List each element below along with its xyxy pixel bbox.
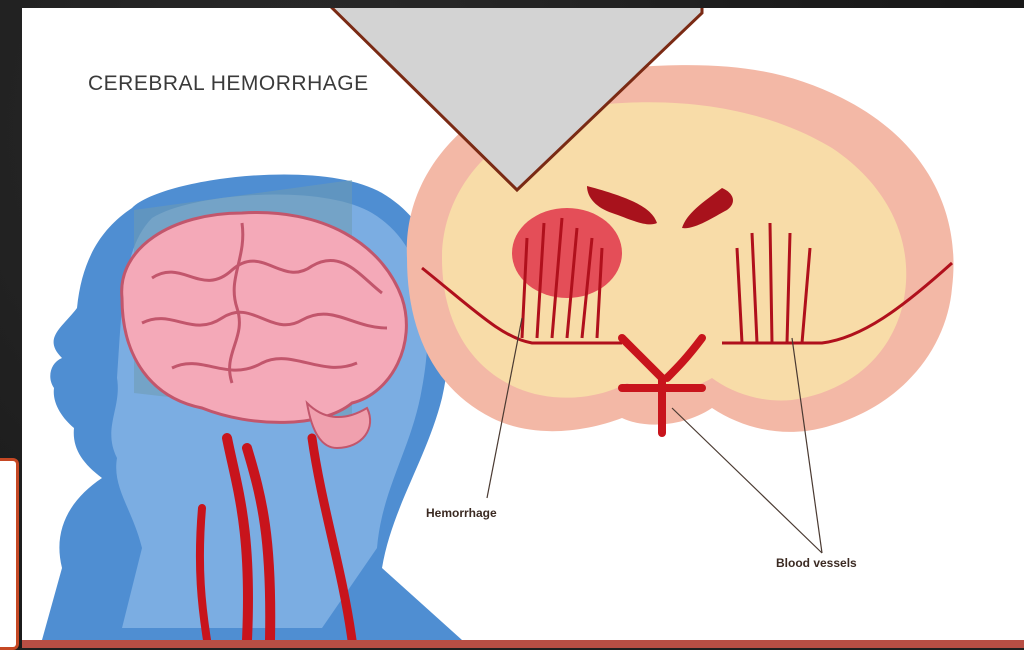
left-callout-frame	[0, 458, 19, 650]
bottom-accent-bar	[22, 640, 1024, 648]
diagram-title: CEREBRAL HEMORRHAGE	[88, 72, 369, 96]
hemorrhage-label: Hemorrhage	[426, 506, 497, 520]
blood-vessels-label: Blood vessels	[776, 556, 857, 570]
brain-illustration	[22, 8, 1024, 640]
diagram-panel: CEREBRAL HEMORRHAGE Hemorrhage Blood ves…	[22, 8, 1024, 640]
